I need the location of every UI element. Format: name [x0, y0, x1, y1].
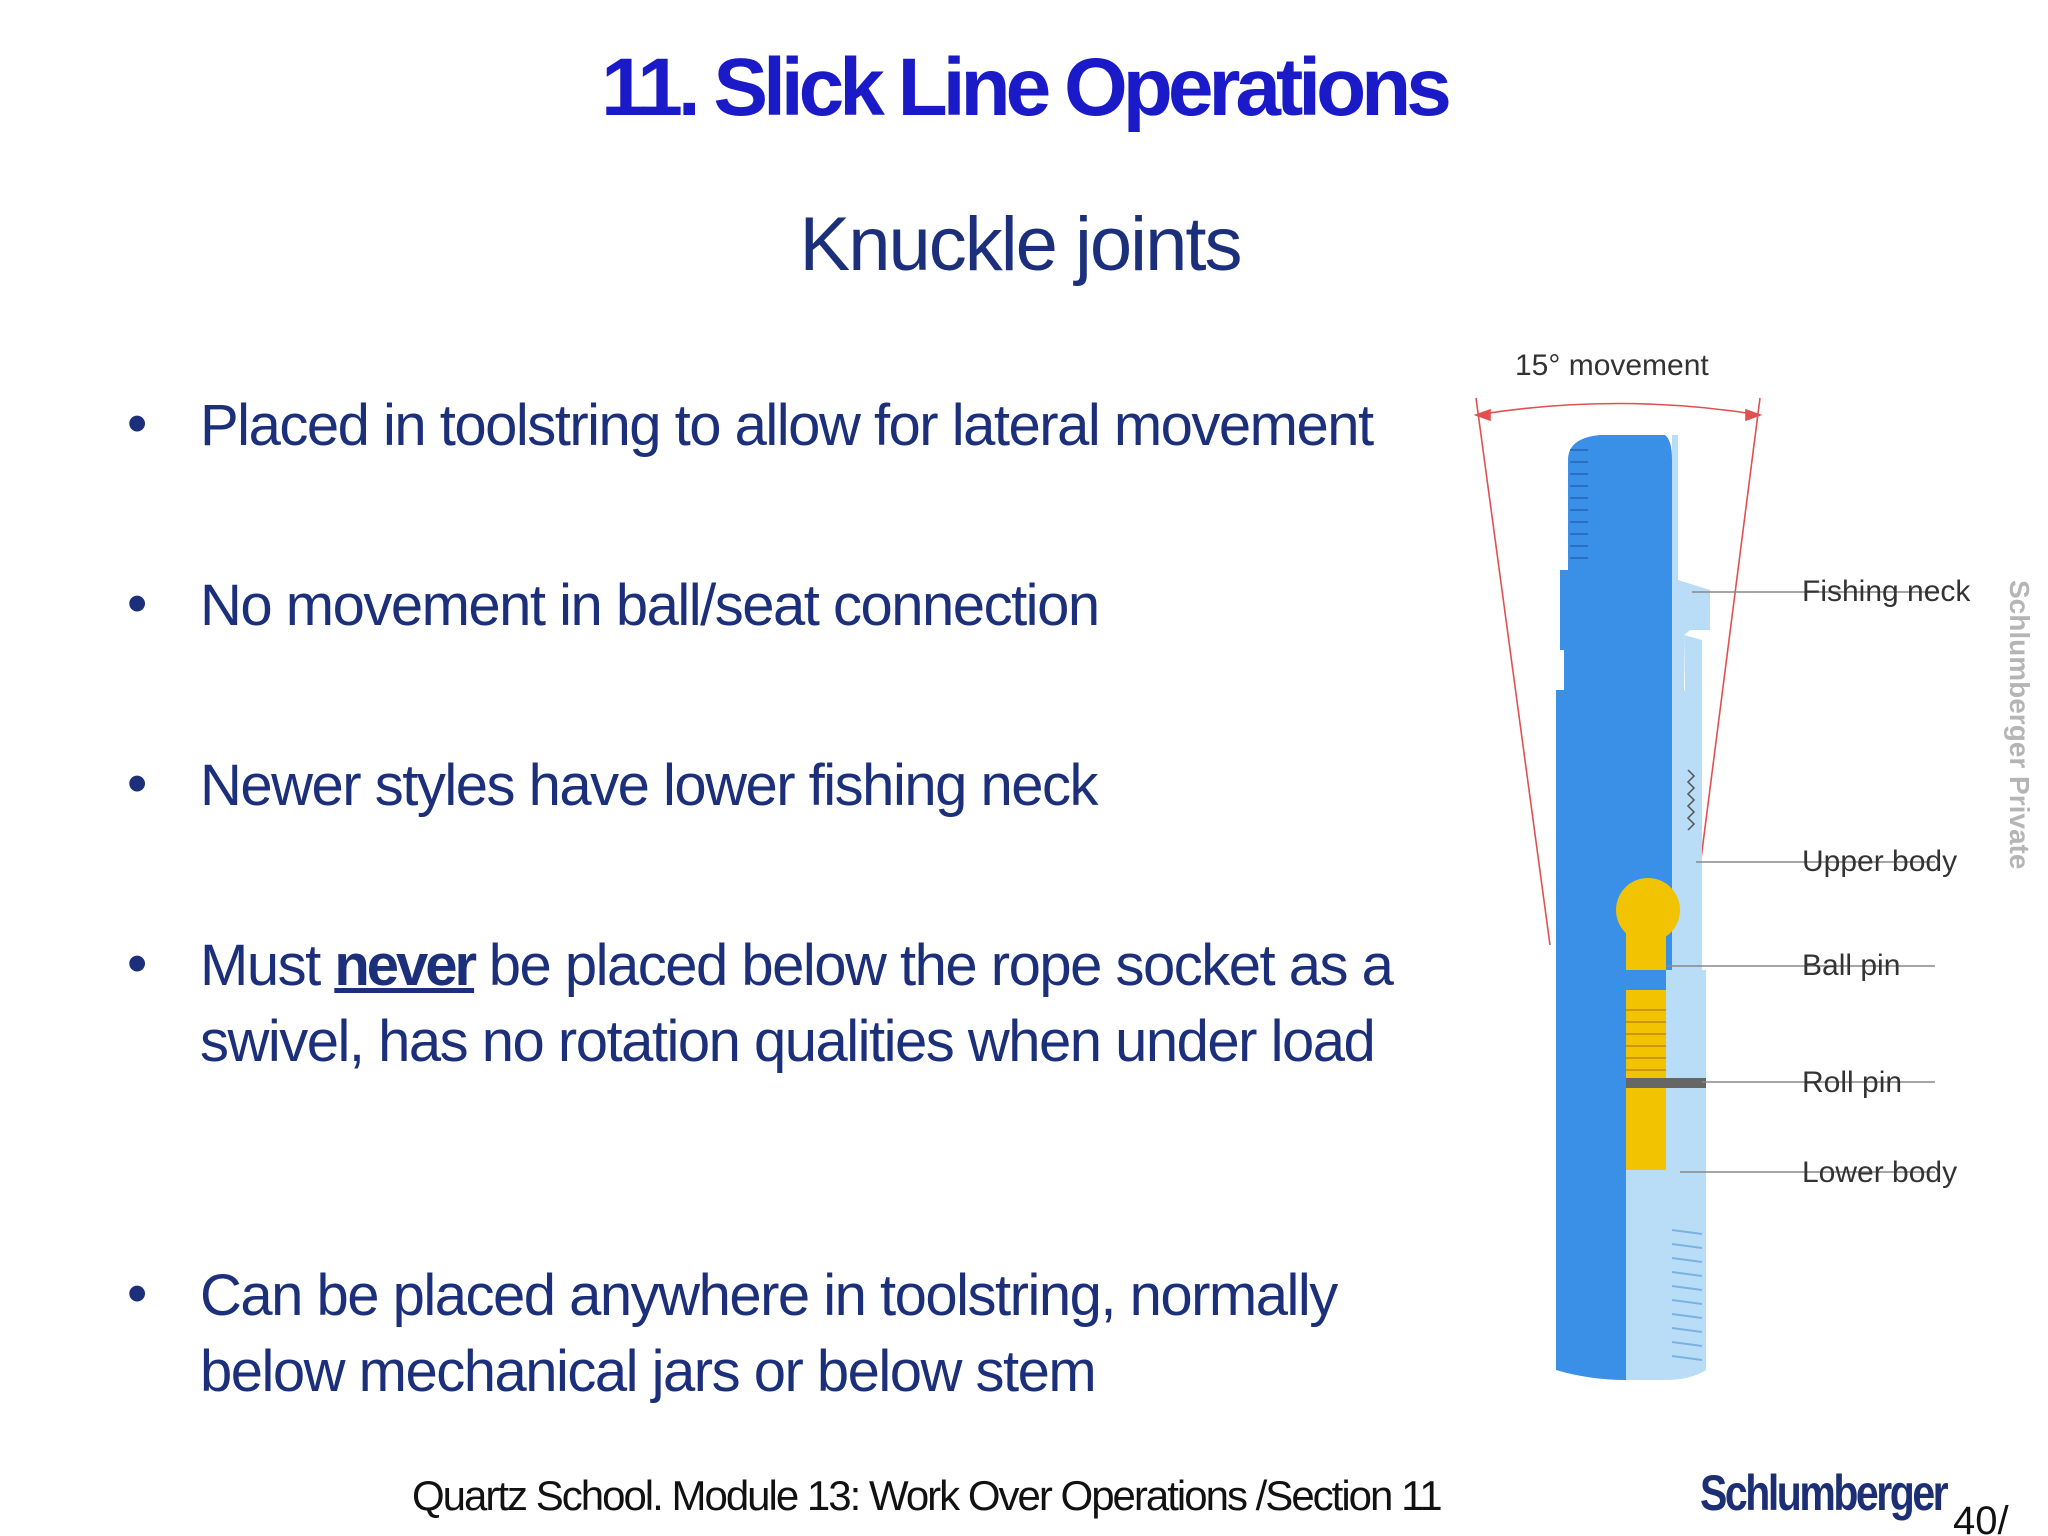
label-roll-pin: Roll pin [1802, 1066, 1902, 1099]
footer-course: Quartz School. Module 13: Work Over Oper… [412, 1472, 1443, 1519]
bullet-marker: • [127, 391, 148, 456]
bullet-marker: • [127, 751, 148, 816]
schlumberger-logo: Schlumberger [1700, 1465, 1949, 1521]
bullet-marker: • [127, 571, 148, 636]
bullet-item: No movement in ball/seat connection [200, 573, 1100, 638]
bullet-item: Can be placed anywhere in toolstring, no… [200, 1263, 1338, 1404]
slide-subtitle: Knuckle joints [799, 202, 1243, 287]
knuckle-joint-diagram: 15° movement [1473, 349, 1971, 1380]
roll-pin [1626, 1078, 1706, 1088]
side-watermark: Schlumberger Private [2004, 580, 2035, 870]
bullet-text: Must [200, 933, 335, 998]
label-fishing-neck: Fishing neck [1802, 575, 1971, 608]
bullet-item: Placed in toolstring to allow for latera… [200, 393, 1374, 458]
bullet-list: • Placed in toolstring to allow for late… [127, 391, 1440, 1404]
bullet-marker: • [127, 931, 148, 996]
bullet-text: be placed below the rope socket as a swi… [200, 933, 1394, 1074]
bullet-marker: • [127, 1261, 148, 1326]
bullet-item: Newer styles have lower fishing neck [200, 753, 1098, 818]
page-number: 40/ [1953, 1499, 2009, 1536]
bullet-item: Must never be placed below the rope sock… [200, 928, 1440, 1080]
movement-label: 15° movement [1515, 349, 1709, 382]
label-ball-pin: Ball pin [1802, 949, 1900, 982]
label-lower-body: Lower body [1802, 1156, 1957, 1189]
lower-body [1556, 970, 1706, 1380]
emphasis-never: never [334, 933, 477, 998]
slide-title: 11. Slick Line Operations [601, 42, 1452, 133]
upper-body [1556, 435, 1710, 970]
label-upper-body: Upper body [1802, 845, 1957, 878]
ball-pin [1616, 878, 1680, 1170]
